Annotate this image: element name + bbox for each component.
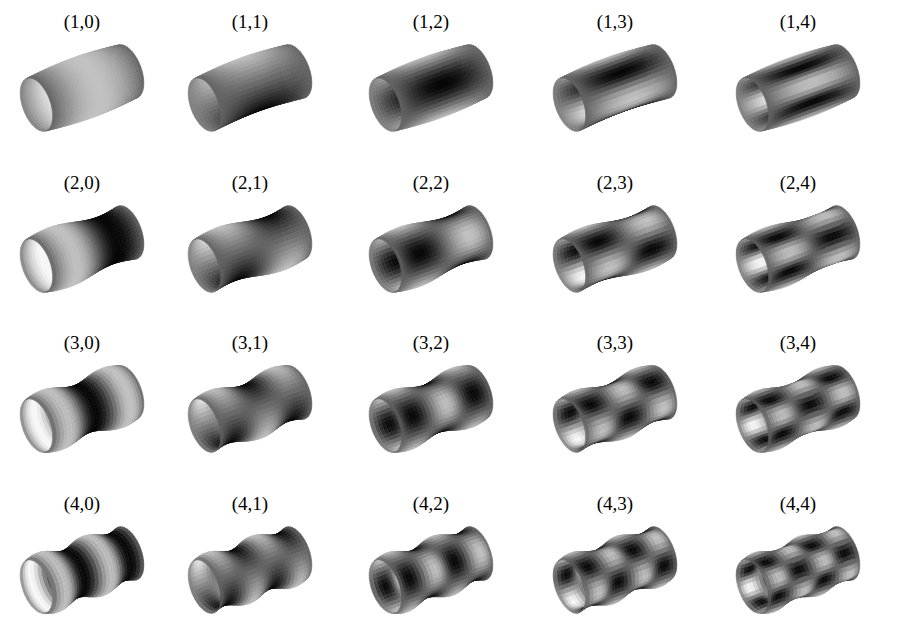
mode-shape-cylinder [20,45,144,132]
mode-shape-cylinder [188,45,312,132]
